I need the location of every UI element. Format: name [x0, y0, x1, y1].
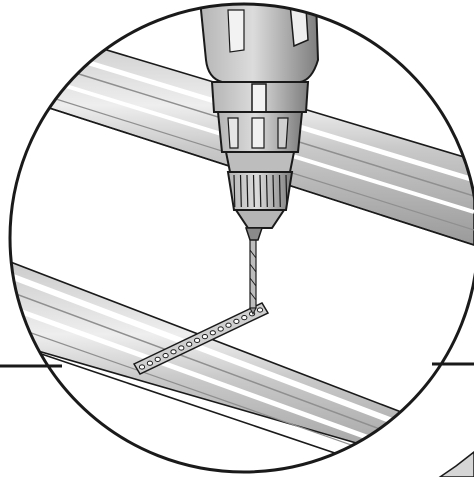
- chuck-ridge: [239, 174, 242, 208]
- chuck-ridge: [265, 174, 268, 208]
- strap-hole: [162, 353, 169, 359]
- strap-hole: [138, 364, 146, 370]
- chuck-ridges: [233, 174, 288, 208]
- chuck-ridge: [285, 174, 288, 208]
- strap-hole: [217, 326, 224, 332]
- lower-rail: [10, 256, 474, 472]
- chuck-ridge: [246, 174, 249, 208]
- strap-holes: [138, 307, 264, 370]
- strap-hole: [146, 360, 153, 366]
- strap-hole: [154, 356, 161, 362]
- chuck-ridge: [272, 174, 275, 208]
- strap-hole: [233, 318, 240, 324]
- strap-hole: [194, 337, 201, 343]
- magnifier-circle-outline: [8, 2, 474, 474]
- chuck-ridge: [233, 174, 236, 208]
- strap-hole: [209, 330, 216, 336]
- perforated-strap: [132, 302, 270, 375]
- strap-hole: [178, 345, 185, 351]
- chuck-ridge: [252, 174, 255, 208]
- background-beam: [0, 362, 474, 477]
- strap-hole: [201, 334, 208, 340]
- strap-hole: [241, 315, 248, 321]
- strap-hole: [186, 341, 193, 347]
- drill-bit-icon: [249, 237, 257, 316]
- strap-hole: [256, 307, 264, 313]
- strap-hole: [225, 322, 232, 328]
- strap-hole: [170, 349, 177, 355]
- drill-icon: [198, 4, 320, 241]
- chuck-ridge: [259, 174, 262, 208]
- chuck-ridge: [278, 174, 281, 208]
